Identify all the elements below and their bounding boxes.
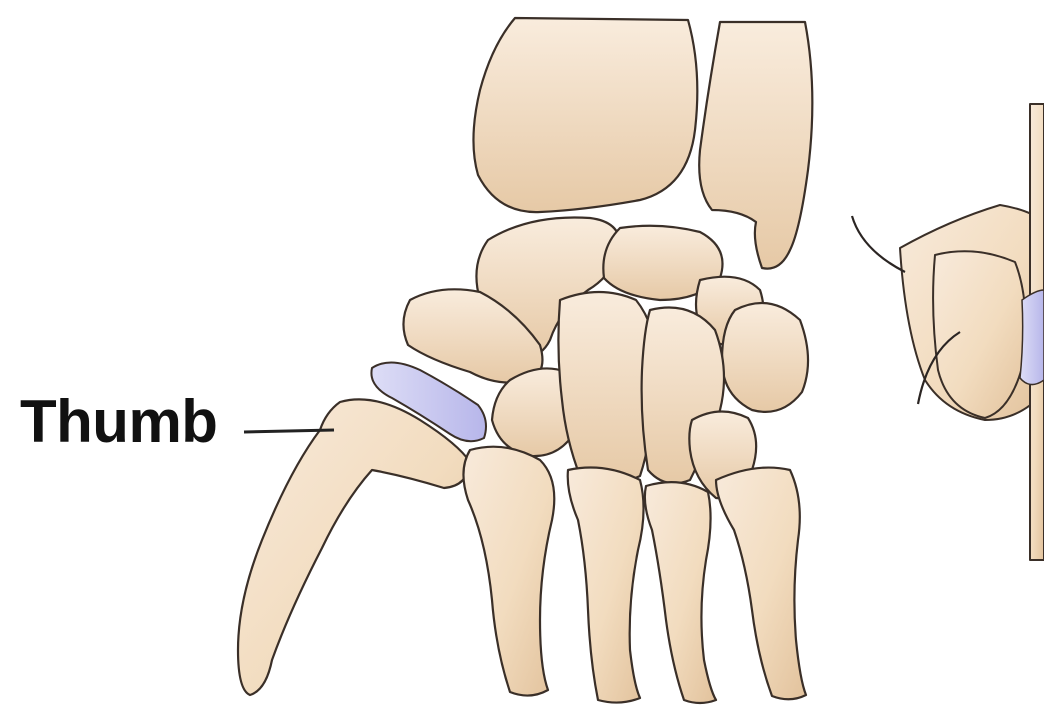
pisiform-bone	[722, 303, 808, 412]
partial-carpal-face	[933, 251, 1026, 418]
ulna-bone	[699, 22, 812, 269]
thumb-label: Thumb	[20, 392, 217, 452]
thumb-leader-line	[244, 430, 334, 432]
little-metacarpal	[716, 468, 806, 700]
partial-cartilage	[1020, 290, 1044, 385]
ring-metacarpal	[645, 482, 716, 703]
ligament-thread-1	[852, 216, 905, 272]
radius-bone	[473, 18, 697, 212]
middle-metacarpal	[568, 468, 644, 703]
index-metacarpal	[463, 447, 554, 696]
thumb-metacarpal	[238, 399, 470, 695]
